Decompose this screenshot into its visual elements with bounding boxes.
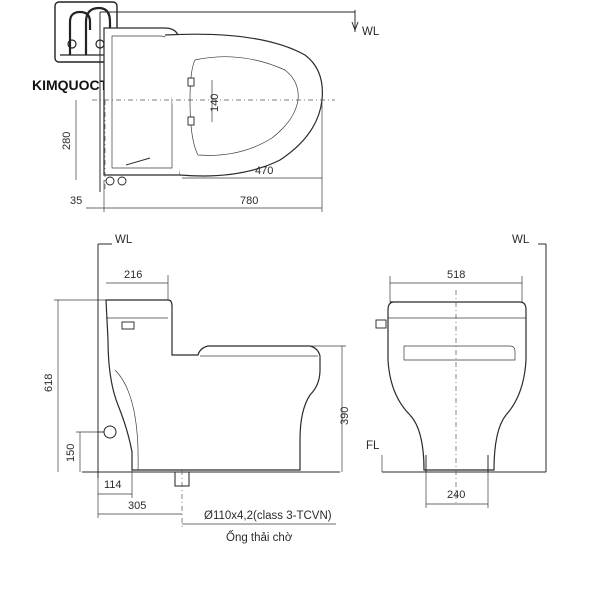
dim-35: 35 bbox=[70, 195, 82, 207]
wl-arrow-icon bbox=[351, 21, 359, 32]
dim-390: 390 bbox=[339, 407, 351, 425]
dim-240: 240 bbox=[447, 489, 465, 501]
top-view: WL 140 280 470 35 780 bbox=[61, 10, 380, 212]
fl-label: FL bbox=[366, 440, 380, 452]
bowl-outline bbox=[164, 33, 323, 177]
wl-label-side: WL bbox=[115, 234, 133, 246]
flush-button-icon bbox=[121, 321, 135, 330]
front-seat bbox=[403, 345, 516, 361]
toilet-body bbox=[105, 299, 321, 471]
pipe-label: Ống thải chờ bbox=[226, 530, 293, 544]
dim-470: 470 bbox=[255, 165, 273, 177]
trapway bbox=[114, 369, 139, 471]
valve-icon bbox=[105, 176, 115, 186]
flush-lever-icon bbox=[375, 319, 387, 329]
hose-line bbox=[125, 157, 151, 166]
dim-518: 518 bbox=[447, 269, 465, 281]
dim-618: 618 bbox=[43, 374, 55, 392]
pipe-spec: Ø110x4,2(class 3-TCVN) bbox=[204, 510, 332, 522]
side-view: WL 216 618 390 150 114 bbox=[43, 234, 351, 544]
wl-label-top: WL bbox=[362, 26, 380, 38]
dim-216: 216 bbox=[124, 269, 142, 281]
front-view: WL 518 FL 240 bbox=[366, 234, 547, 508]
front-body bbox=[387, 301, 527, 471]
dim-114: 114 bbox=[104, 479, 122, 491]
wl-label-front: WL bbox=[512, 234, 530, 246]
dim-150: 150 bbox=[65, 444, 77, 462]
inlet-valve-icon bbox=[103, 425, 117, 439]
valve-icon-2 bbox=[117, 176, 127, 186]
dim-140: 140 bbox=[209, 94, 221, 112]
hinge-bottom bbox=[187, 116, 195, 126]
dim-280: 280 bbox=[61, 132, 73, 150]
dim-305: 305 bbox=[128, 500, 146, 512]
hinge-top bbox=[187, 77, 195, 87]
dim-780: 780 bbox=[240, 195, 258, 207]
